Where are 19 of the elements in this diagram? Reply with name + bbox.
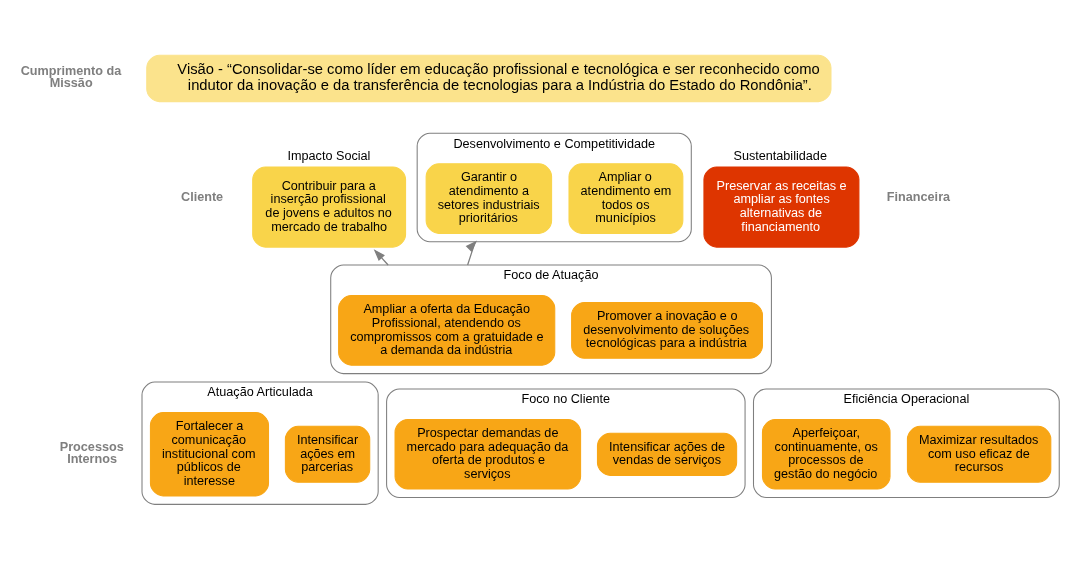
label: Cliente bbox=[181, 189, 224, 204]
node-box: Intensificar ações em parcerias bbox=[284, 425, 371, 483]
node-label: Impacto Social bbox=[287, 148, 371, 163]
node-box: Fortalecer a comunicação institucional com públicos de interesse bbox=[149, 411, 270, 496]
node-box: Ampliar a oferta da Educação Profissional, atendendo os compromissos com a gratuidade e a demanda da indústria bbox=[338, 294, 556, 366]
node-box: Ampliar o atendimento em todos os municípios bbox=[568, 162, 684, 234]
label: Financeira bbox=[886, 189, 951, 204]
node-box: Aperfeiçoar, continuamente, os processos de gestão do negócio bbox=[761, 418, 891, 490]
node-label: Sustentabilidade bbox=[733, 148, 827, 163]
node-box: Visão - “Consolidar-se como líder em educação profissional e tecnológica e ser reconhecido como indutor da inovação e da transferência de tecnologias para a Indústria do Estado do Rondônia”. bbox=[146, 54, 832, 102]
node-box: Maximizar resultados com uso eficaz de recursos bbox=[906, 425, 1052, 483]
node-box: Intensificar ações de vendas de serviços bbox=[596, 432, 738, 476]
node-box: Promover a inovação e o desenvolvimento de soluções tecnológicas para a indústria bbox=[571, 301, 763, 359]
node-box: Garantir o atendimento a setores industriais prioritários bbox=[425, 162, 553, 234]
arrow bbox=[373, 248, 389, 266]
label: Processos Internos bbox=[59, 439, 124, 466]
arrow bbox=[465, 239, 478, 266]
node-box: Prospectar demandas de mercado para adequação da oferta de produtos e serviços bbox=[394, 418, 582, 490]
label: Cumprimento da Missão bbox=[20, 63, 122, 90]
